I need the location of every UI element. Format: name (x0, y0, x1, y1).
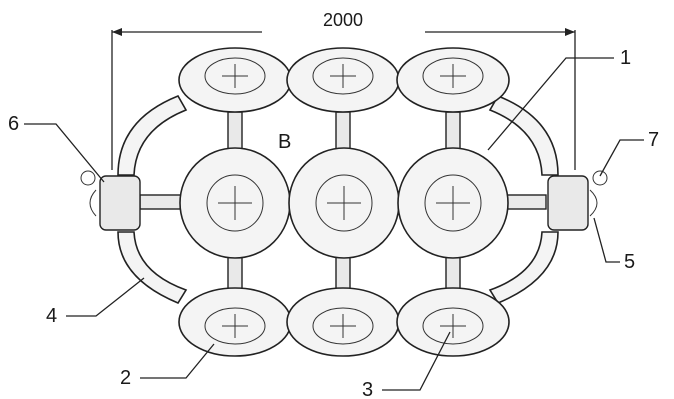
left-shackle (80, 170, 141, 231)
callout-3: 3 (362, 379, 373, 399)
callout-5: 5 (624, 251, 635, 273)
callout-4: 4 (46, 305, 57, 327)
callout-labels: 1 2 3 4 5 6 7 (8, 47, 659, 399)
callout-7: 7 (648, 129, 659, 151)
horizontal-connectors (139, 194, 547, 210)
right-shackle (547, 170, 608, 231)
logo-mark: B (278, 131, 291, 153)
dimension-2000: 2000 (111, 10, 576, 170)
callout-leaders (24, 57, 644, 391)
center-drums (179, 147, 509, 259)
callout-2: 2 (120, 367, 131, 389)
callout-1: 1 (620, 47, 631, 69)
callout-6: 6 (8, 113, 19, 135)
side-tube-left (117, 94, 188, 305)
dimension-label: 2000 (323, 10, 363, 30)
bottom-pads (178, 287, 510, 357)
top-pads (178, 47, 510, 113)
